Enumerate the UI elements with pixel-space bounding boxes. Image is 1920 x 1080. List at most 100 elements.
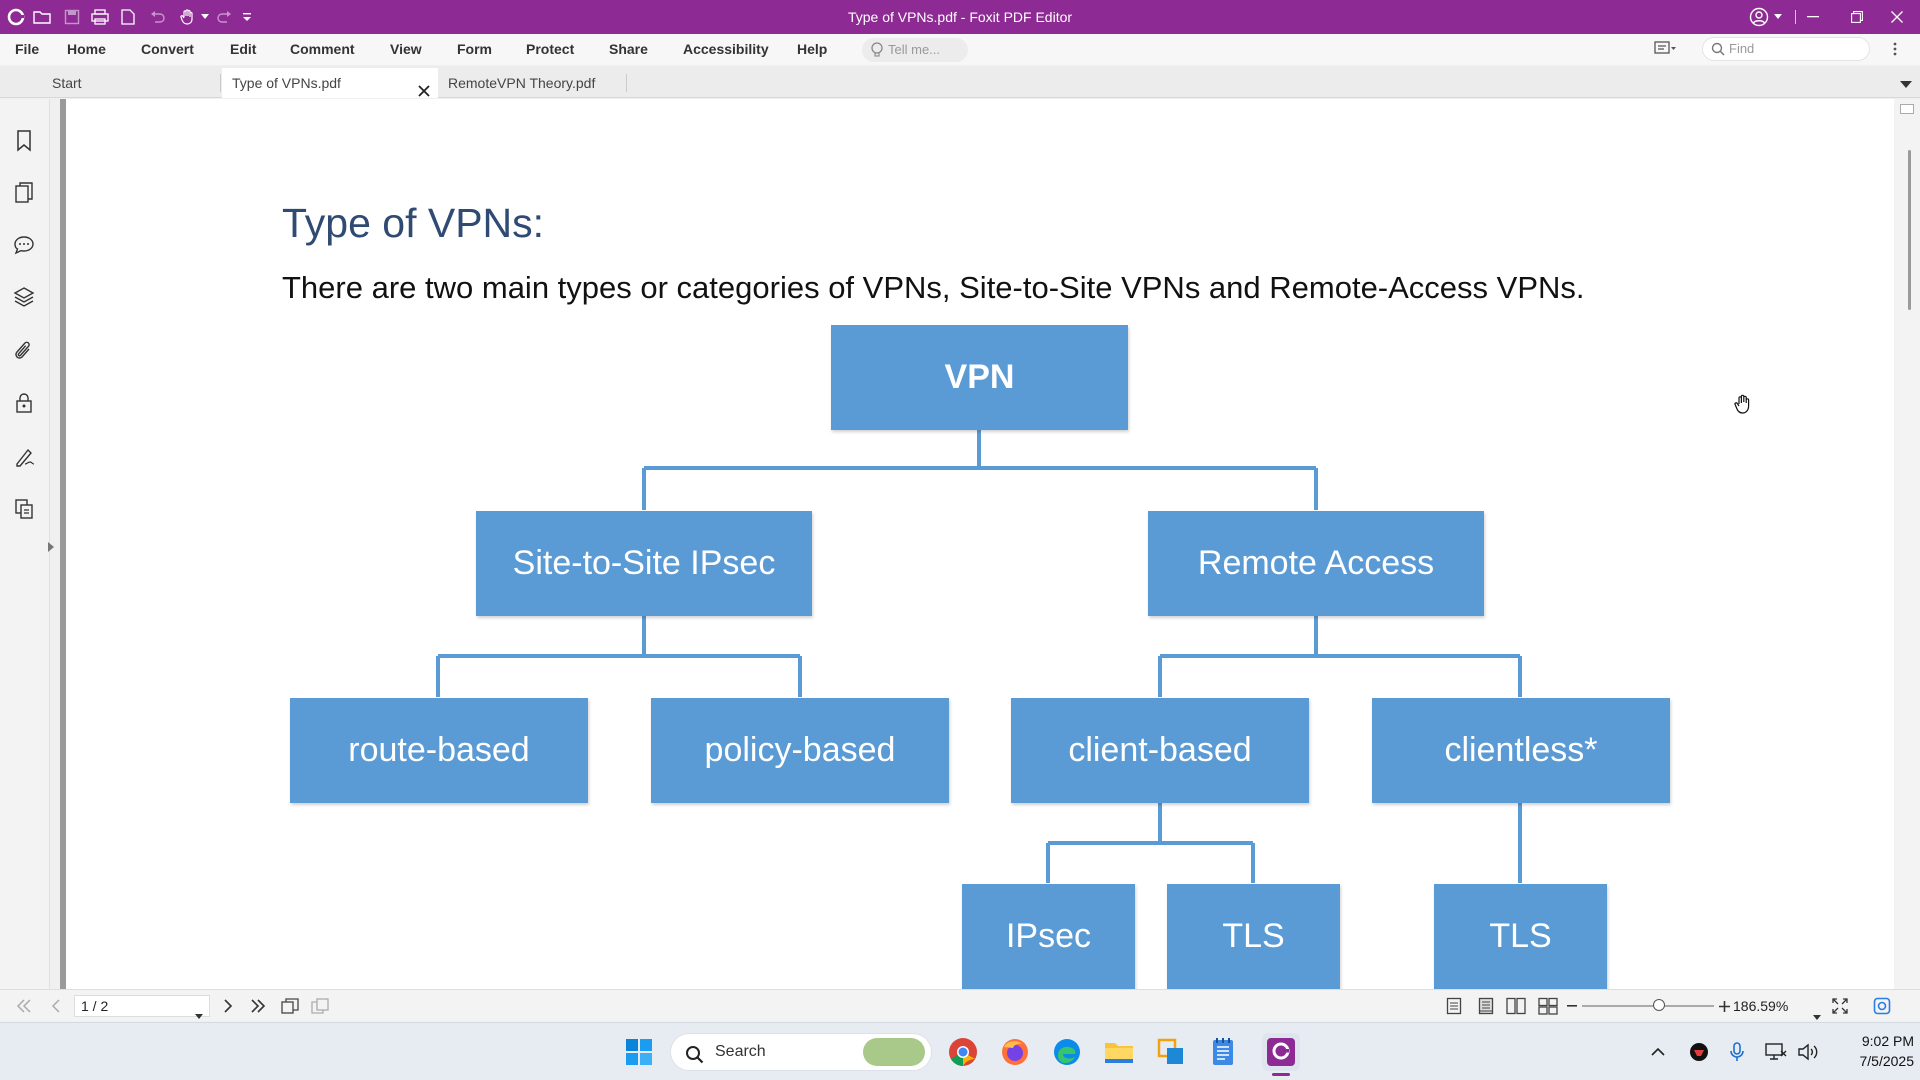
tab-divider bbox=[626, 74, 627, 92]
single-page-view-icon[interactable] bbox=[1444, 996, 1464, 1016]
node-ipsec: IPsec bbox=[962, 884, 1135, 989]
zoom-level[interactable]: 186.59% bbox=[1733, 995, 1825, 1020]
chrome-icon[interactable] bbox=[946, 1035, 980, 1069]
previous-page-icon[interactable] bbox=[46, 996, 66, 1016]
tray-app-icon[interactable] bbox=[1686, 1035, 1712, 1069]
tab-divider bbox=[220, 74, 221, 92]
scrollbar-thumb[interactable] bbox=[1908, 150, 1911, 310]
chevron-down-icon[interactable] bbox=[200, 7, 210, 27]
page-number-value: 1 / 2 bbox=[81, 998, 109, 1014]
next-view-icon[interactable] bbox=[310, 996, 330, 1016]
node-site-to-site: Site-to-Site IPsec bbox=[476, 511, 812, 616]
microphone-icon[interactable] bbox=[1724, 1035, 1750, 1069]
signature-pen-icon[interactable] bbox=[12, 445, 36, 469]
menu-share[interactable]: Share bbox=[609, 41, 648, 57]
menu-comment[interactable]: Comment bbox=[290, 41, 355, 57]
tab-start[interactable]: Start bbox=[42, 68, 220, 98]
menu-convert[interactable]: Convert bbox=[141, 41, 194, 57]
volume-icon[interactable] bbox=[1794, 1035, 1822, 1069]
undo-icon[interactable] bbox=[148, 7, 168, 27]
remote-desktop-icon[interactable] bbox=[1154, 1035, 1188, 1069]
page-number-field[interactable]: 1 / 2 bbox=[74, 995, 210, 1019]
menu-edit[interactable]: Edit bbox=[230, 41, 257, 57]
save-icon[interactable] bbox=[62, 7, 82, 27]
fullscreen-icon[interactable] bbox=[1830, 996, 1850, 1016]
search-icon bbox=[1711, 41, 1725, 63]
continuous-facing-view-icon[interactable] bbox=[1538, 996, 1558, 1016]
window-title: Type of VPNs.pdf - Foxit PDF Editor bbox=[847, 9, 1073, 25]
tell-me-search[interactable]: Tell me... bbox=[862, 38, 968, 62]
next-page-icon[interactable] bbox=[218, 996, 238, 1016]
intro-paragraph: There are two main types or categories o… bbox=[282, 270, 1585, 305]
firefox-icon[interactable] bbox=[998, 1035, 1032, 1069]
windows-start-icon[interactable] bbox=[622, 1035, 656, 1069]
account-icon[interactable] bbox=[1746, 7, 1772, 27]
compare-documents-icon[interactable] bbox=[12, 497, 36, 521]
zoom-dropdown-icon[interactable] bbox=[1813, 1004, 1821, 1026]
tab-remotevpn-theory[interactable]: RemoteVPN Theory.pdf bbox=[438, 68, 628, 98]
tab-list-chevron-icon[interactable] bbox=[1900, 76, 1914, 88]
hand-tool-icon[interactable] bbox=[178, 7, 198, 27]
menu-help[interactable]: Help bbox=[797, 41, 828, 57]
network-icon[interactable] bbox=[1762, 1035, 1790, 1069]
pages-icon[interactable] bbox=[12, 181, 36, 205]
edge-icon[interactable] bbox=[1050, 1035, 1084, 1069]
page-dropdown-icon[interactable] bbox=[195, 1004, 203, 1024]
layers-icon[interactable] bbox=[12, 285, 36, 309]
tab-type-of-vpns[interactable]: Type of VPNs.pdf bbox=[222, 68, 438, 98]
zoom-slider-thumb[interactable] bbox=[1652, 999, 1665, 1011]
menu-home[interactable]: Home bbox=[67, 41, 106, 57]
foxit-logo-icon[interactable] bbox=[6, 7, 26, 27]
document-viewport[interactable] bbox=[60, 99, 1894, 989]
taskbar-search[interactable]: Search bbox=[670, 1033, 932, 1071]
zoom-in-button[interactable] bbox=[1714, 996, 1734, 1016]
close-tab-icon[interactable] bbox=[418, 77, 430, 97]
menu-form[interactable]: Form bbox=[457, 41, 492, 57]
clock[interactable]: 9:02 PM 7/5/2025 bbox=[1830, 1031, 1915, 1071]
open-folder-icon[interactable] bbox=[32, 7, 52, 27]
restore-button[interactable] bbox=[1834, 0, 1880, 34]
attachment-icon[interactable] bbox=[12, 339, 36, 363]
security-lock-icon[interactable] bbox=[12, 391, 36, 415]
zoom-level-value: 186.59% bbox=[1733, 998, 1789, 1014]
more-options-icon[interactable] bbox=[1888, 38, 1902, 60]
node-vpn: VPN bbox=[831, 325, 1128, 430]
minimize-button[interactable] bbox=[1790, 0, 1836, 34]
print-icon[interactable] bbox=[90, 7, 110, 27]
notepad-icon[interactable] bbox=[1206, 1035, 1240, 1069]
menu-view[interactable]: View bbox=[390, 41, 422, 57]
search-highlight-icon bbox=[863, 1038, 925, 1066]
page-heading: Type of VPNs: bbox=[282, 200, 545, 246]
zoom-out-button[interactable] bbox=[1562, 996, 1582, 1016]
tab-label: RemoteVPN Theory.pdf bbox=[448, 75, 596, 91]
redo-icon[interactable] bbox=[214, 7, 234, 27]
foxit-pdf-editor-taskbar-icon[interactable] bbox=[1262, 1033, 1300, 1076]
new-document-icon[interactable] bbox=[118, 7, 138, 27]
comments-icon[interactable] bbox=[12, 233, 36, 257]
vertical-scrollbar[interactable] bbox=[1894, 99, 1920, 989]
node-client-based: client-based bbox=[1011, 698, 1309, 803]
find-input[interactable]: Find bbox=[1702, 37, 1870, 61]
close-window-button[interactable] bbox=[1874, 0, 1920, 34]
continuous-page-view-icon[interactable] bbox=[1476, 996, 1496, 1016]
tab-label: Start bbox=[52, 75, 82, 91]
view-mode-icon bbox=[1654, 39, 1676, 62]
file-explorer-icon[interactable] bbox=[1102, 1035, 1136, 1069]
account-chevron-icon[interactable] bbox=[1772, 7, 1784, 27]
menu-accessibility[interactable]: Accessibility bbox=[683, 41, 769, 57]
previous-view-icon[interactable] bbox=[280, 996, 300, 1016]
view-mode-dropdown[interactable] bbox=[1654, 40, 1688, 60]
show-hidden-icons-chevron-icon[interactable] bbox=[1648, 1035, 1668, 1069]
bookmark-icon[interactable] bbox=[12, 129, 36, 153]
foxit-assistant-icon[interactable] bbox=[1872, 996, 1892, 1016]
menu-file[interactable]: File bbox=[15, 41, 40, 57]
last-page-icon[interactable] bbox=[248, 996, 268, 1016]
first-page-icon[interactable] bbox=[14, 996, 34, 1016]
active-app-indicator bbox=[1272, 1073, 1290, 1076]
menu-protect[interactable]: Protect bbox=[526, 41, 575, 57]
scroll-up-icon[interactable] bbox=[1900, 101, 1914, 114]
facing-page-view-icon[interactable] bbox=[1506, 996, 1526, 1016]
zoom-slider-track[interactable] bbox=[1582, 1005, 1714, 1007]
expand-sidebar-icon[interactable] bbox=[48, 539, 56, 552]
customize-quick-access-icon[interactable] bbox=[240, 7, 254, 27]
